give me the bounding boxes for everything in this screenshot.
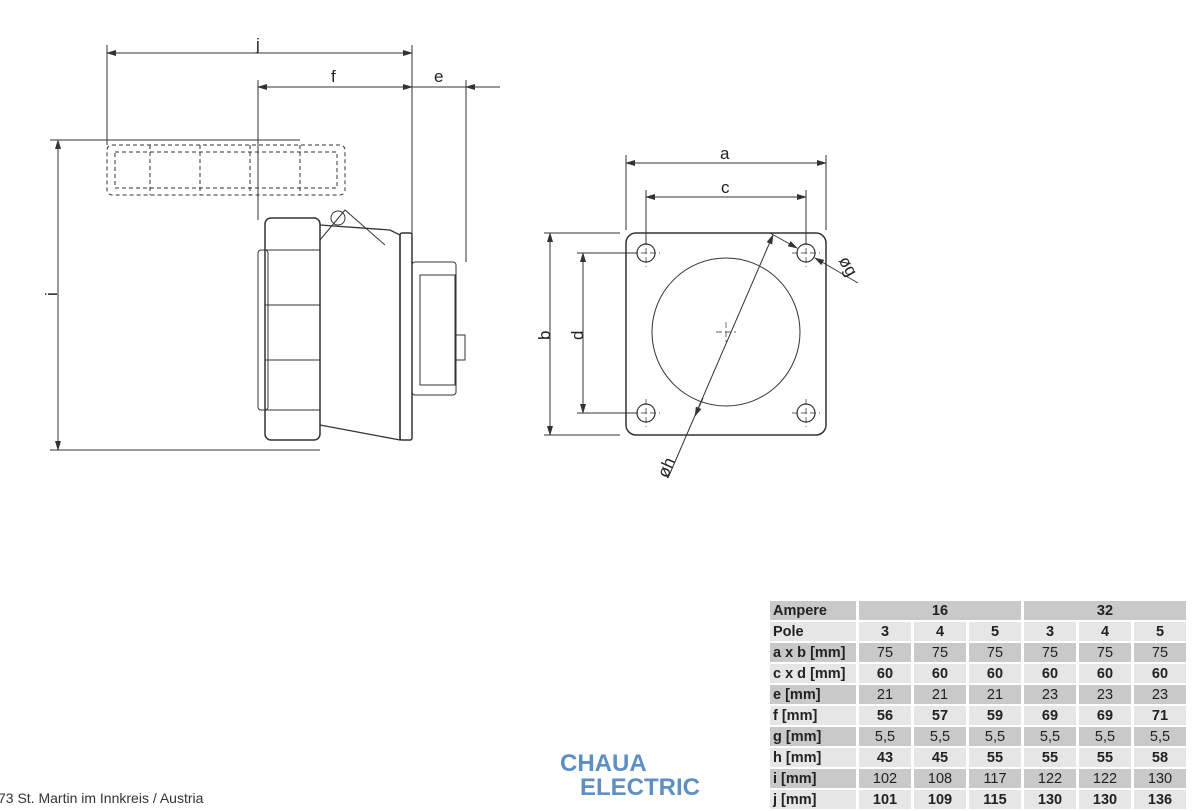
row-label: j [mm] [770,790,856,809]
row-label: e [mm] [770,685,856,704]
row-label: a x b [mm] [770,643,856,662]
table-cell: 59 [969,706,1021,725]
row-label: Pole [770,622,856,641]
front-view [544,155,859,479]
label-h: øh [654,455,679,481]
table-cell: 75 [969,643,1021,662]
table-cell: 43 [859,748,911,767]
label-e: e [434,67,443,86]
label-b: b [535,331,554,340]
table-cell: 69 [1079,706,1131,725]
logo-line1: CHAUA [560,750,647,777]
table-cell: 5,5 [1134,727,1186,746]
group-32: 32 [1024,601,1186,620]
logo-line2: ELECTRIC [580,774,700,801]
table-cell: 60 [914,664,966,683]
group-16: 16 [859,601,1021,620]
table-cell: 75 [1024,643,1076,662]
table-cell: 75 [1079,643,1131,662]
table-cell: 23 [1079,685,1131,704]
label-d: d [568,331,587,340]
table-cell: 3 [859,622,911,641]
label-i: i [42,292,61,296]
table-cell: 75 [914,643,966,662]
table-cell: 60 [1079,664,1131,683]
table-cell: 5,5 [914,727,966,746]
table-cell: 21 [914,685,966,704]
label-g: øg [835,253,861,280]
row-label: f [mm] [770,706,856,725]
table-cell: 4 [914,622,966,641]
label-j: j [255,35,260,54]
table-cell: 115 [969,790,1021,809]
table-header-row: Ampere 16 32 [770,601,1186,620]
table-cell: 55 [969,748,1021,767]
table-cell: 5,5 [1024,727,1076,746]
table-cell: 21 [969,685,1021,704]
table-cell: 109 [914,790,966,809]
table-cell: 5 [969,622,1021,641]
table-cell: 122 [1024,769,1076,788]
header-label: Ampere [770,601,856,620]
table-cell: 102 [859,769,911,788]
table-cell: 55 [1024,748,1076,767]
table-cell: 75 [859,643,911,662]
row-label: c x d [mm] [770,664,856,683]
table-cell: 130 [1024,790,1076,809]
label-a: a [720,144,730,163]
table-cell: 108 [914,769,966,788]
table-cell: 75 [1134,643,1186,662]
label-f: f [331,67,336,86]
table-cell: 4 [1079,622,1131,641]
table-cell: 136 [1134,790,1186,809]
table-cell: 117 [969,769,1021,788]
table-cell: 56 [859,706,911,725]
table-cell: 58 [1134,748,1186,767]
table-cell: 130 [1079,790,1131,809]
table-cell: 101 [859,790,911,809]
table-cell: 71 [1134,706,1186,725]
table-cell: 60 [1134,664,1186,683]
table-cell: 23 [1134,685,1186,704]
table-cell: 60 [1024,664,1076,683]
table-cell: 5,5 [1079,727,1131,746]
table-cell: 5,5 [859,727,911,746]
table-cell: 69 [1024,706,1076,725]
table-cell: 5,5 [969,727,1021,746]
table-cell: 122 [1079,769,1131,788]
label-c: c [721,178,730,197]
table-cell: 5 [1134,622,1186,641]
table-cell: 3 [1024,622,1076,641]
table-cell: 55 [1079,748,1131,767]
table-cell: 23 [1024,685,1076,704]
table-cell: 57 [914,706,966,725]
row-label: i [mm] [770,769,856,788]
table-cell: 60 [969,664,1021,683]
row-label: g [mm] [770,727,856,746]
dimension-labels: j f e i a c b d øg øh [42,35,861,481]
row-label: h [mm] [770,748,856,767]
table-cell: 45 [914,748,966,767]
table-cell: 60 [859,664,911,683]
table-cell: 21 [859,685,911,704]
table-cell: 130 [1134,769,1186,788]
footer-address: 73 St. Martin im Innkreis / Austria [0,790,204,806]
side-view [50,45,500,451]
